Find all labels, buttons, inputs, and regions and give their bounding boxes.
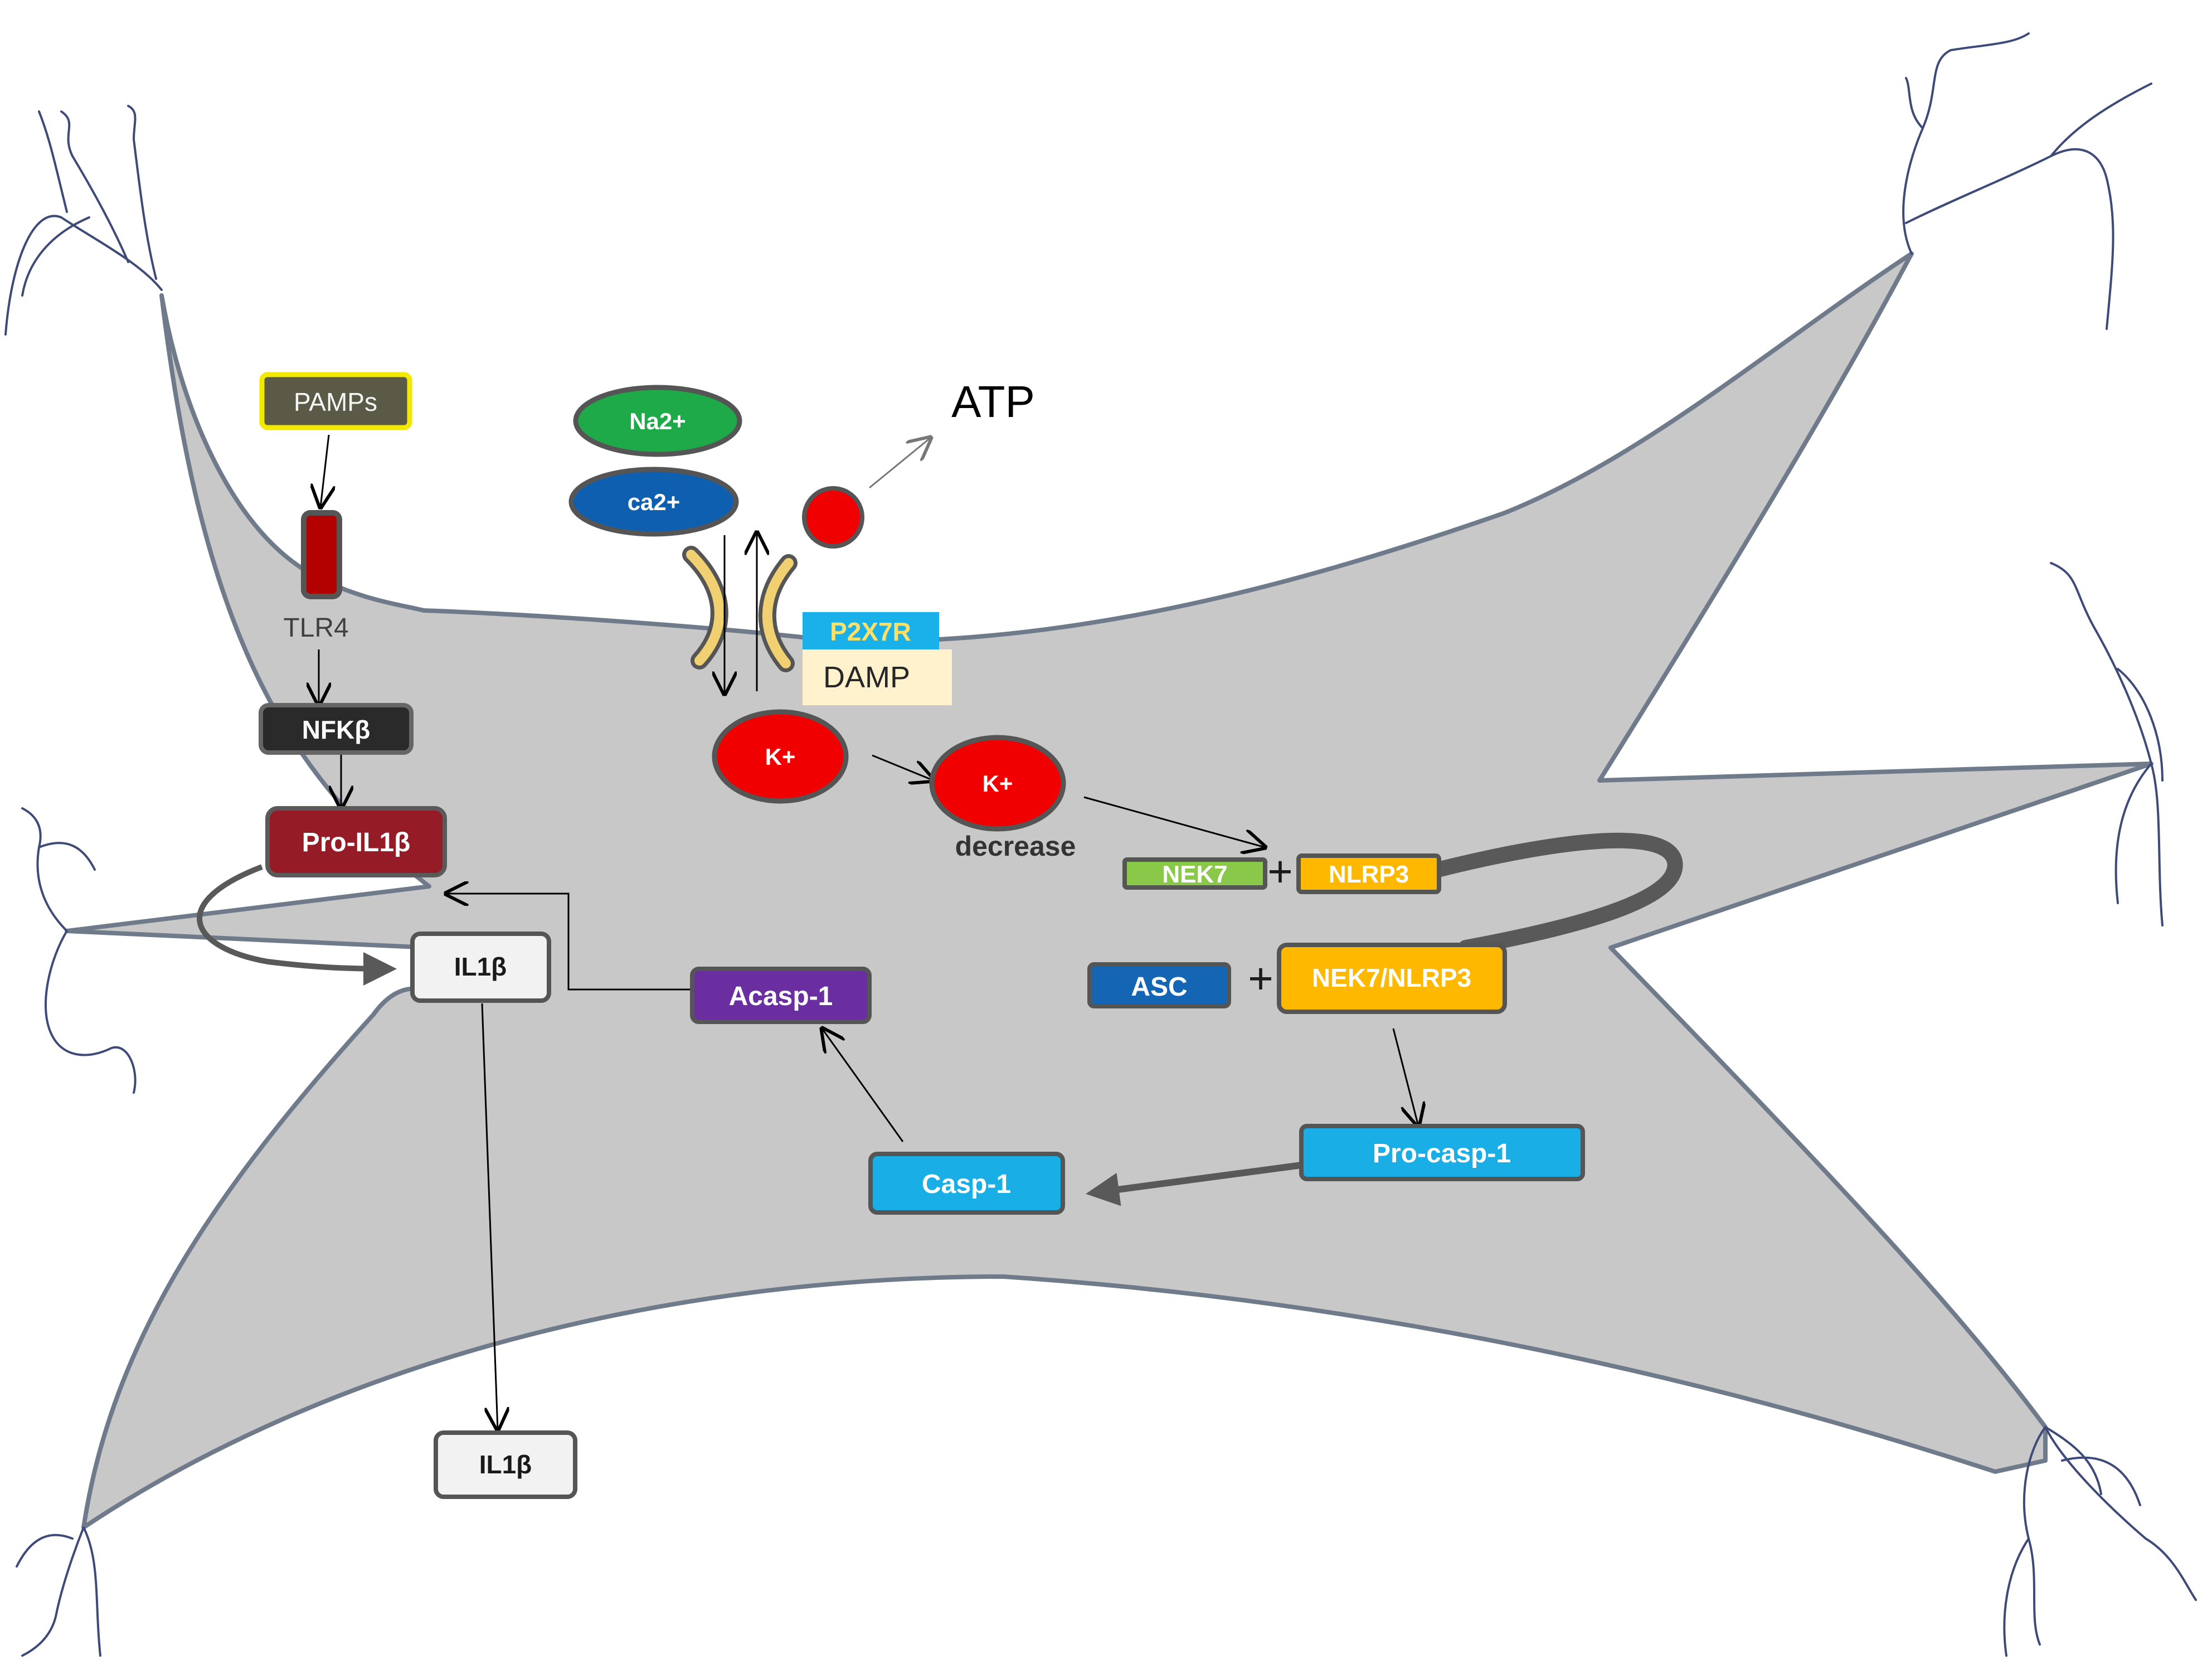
atp-molecule <box>802 486 864 549</box>
arrow-pamps-tlr4 <box>320 434 329 507</box>
il1b-secreted-node: IL1β <box>434 1430 577 1499</box>
nek7-node: NEK7 <box>1122 857 1267 890</box>
arrow-proil1b-il1b <box>197 864 397 986</box>
arrow-il1b-secretion <box>481 1003 498 1430</box>
arrow-complex-procasp <box>1392 1028 1418 1126</box>
dendrite-branches <box>4 32 2197 1657</box>
pro-casp1-node: Pro-casp-1 <box>1299 1124 1585 1181</box>
nek7-nlrp3-label: NEK7/NLRP3 <box>1312 963 1471 992</box>
arrow-casp-acasp <box>822 1029 904 1142</box>
decrease-label: decrease <box>955 831 1076 862</box>
il1b-secreted-label: IL1β <box>479 1450 532 1479</box>
acasp1-node: Acasp-1 <box>690 967 872 1024</box>
k-ion-decrease-label: K+ <box>983 770 1013 797</box>
casp1-label: Casp-1 <box>922 1170 1011 1199</box>
nfkb-node: NFKβ <box>259 703 414 755</box>
damp-box <box>803 649 952 705</box>
na-ion-node: Na2+ <box>573 385 742 457</box>
acasp1-label: Acasp-1 <box>729 982 833 1011</box>
p2x7r-box <box>803 612 939 649</box>
il1b-intracellular-node: IL1β <box>410 932 551 1003</box>
na-ion-label: Na2+ <box>629 408 686 434</box>
pro-il1b-node: Pro-IL1β <box>265 806 447 877</box>
asc-node: ASC <box>1087 962 1231 1008</box>
arrow-atp-release <box>869 438 931 489</box>
arrow-k-decrease-nlrp3 <box>1083 796 1265 847</box>
atp-label: ATP <box>951 377 1035 426</box>
damp-label: DAMP <box>823 661 910 694</box>
arrow-k-efflux <box>872 754 934 780</box>
tlr4-label: TLR4 <box>283 613 348 643</box>
plus-sign-asc: + <box>1248 954 1273 1003</box>
plus-sign-nek7: + <box>1267 847 1293 896</box>
casp1-node: Casp-1 <box>868 1152 1065 1215</box>
ca-ion-node: ca2+ <box>568 467 739 537</box>
tlr4-receptor-icon <box>301 510 342 599</box>
asc-label: ASC <box>1131 972 1187 1002</box>
arrow-acasp-proil1b <box>446 894 691 991</box>
cell-body <box>65 251 2153 1530</box>
nfkb-label: NFKβ <box>302 715 371 744</box>
k-ion-decrease-node: K+ <box>929 735 1066 832</box>
pathway-arrows <box>319 435 1418 1430</box>
nek7-nlrp3-complex-node: NEK7/NLRP3 <box>1277 943 1507 1014</box>
arrow-procasp-casp <box>1086 1162 1302 1206</box>
nlrp3-assembly-loop <box>1430 832 1683 955</box>
pamps-label: PAMPs <box>294 387 377 416</box>
p2x7r-label: P2X7R <box>830 617 911 646</box>
nlrp3-node: NLRP3 <box>1296 853 1441 894</box>
nlrp3-label: NLRP3 <box>1329 861 1409 888</box>
ca-ion-label: ca2+ <box>628 489 680 515</box>
nek7-label: NEK7 <box>1162 861 1227 888</box>
pro-il1b-label: Pro-IL1β <box>302 828 411 857</box>
il1b-intracellular-label: IL1β <box>454 952 507 981</box>
pro-casp1-label: Pro-casp-1 <box>1373 1139 1511 1168</box>
pamps-node: PAMPs <box>259 372 412 430</box>
k-ion-inner-node: K+ <box>712 709 849 804</box>
k-ion-inner-label: K+ <box>765 744 796 770</box>
